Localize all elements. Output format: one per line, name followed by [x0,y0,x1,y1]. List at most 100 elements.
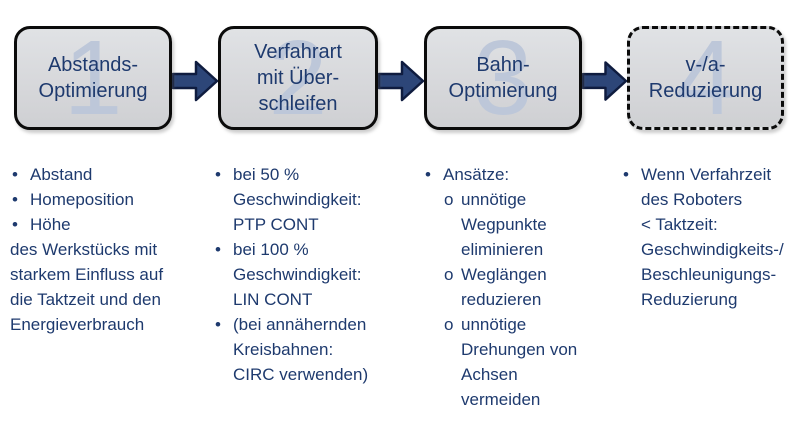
detail-text: Wegpunkte [461,215,547,234]
detail-line: LIN CONT [213,287,411,312]
detail-line: < Taktzeit: [621,212,799,237]
bullet-marker [443,362,461,387]
detail-line: starkem Einfluss auf [10,262,204,287]
detail-line: vermeiden [423,387,625,412]
bullet-marker: • [12,190,18,209]
step-title: Abstands- Optimierung [38,54,148,102]
bullet-marker [621,287,641,312]
detail-text: Geschwindigkeit: [233,265,362,284]
detail-text: des Werkstücks mit [10,240,158,259]
bullet-marker [621,237,641,262]
bullet-marker [213,287,233,312]
bullet-marker: • [215,165,221,184]
detail-line: • Wenn Verfahrzeit [621,162,799,187]
detail-text: Achsen [461,365,518,384]
detail-line: Geschwindigkeit: [213,187,411,212]
detail-text: Beschleunigungs- [641,265,777,284]
step-number-watermark: 2 [268,26,328,130]
step-number-watermark: 4 [676,26,735,130]
detail-text: Höhe [30,215,71,234]
detail-text: unnötige [461,190,527,209]
detail-text: unnötige [461,315,527,334]
detail-text: PTP CONT [233,215,319,234]
bullet-marker [443,387,461,412]
step-box-bahn-optimierung: 3 Bahn- Optimierung [424,26,582,130]
detail-text: (bei annähernden [233,315,367,334]
detail-line: die Taktzeit und den [10,287,204,312]
detail-text: Kreisbahnen: [233,340,334,359]
detail-line: des Roboters [621,187,799,212]
arrow-cell [172,59,218,103]
detail-line: PTP CONT [213,212,411,237]
detail-text: Ansätze: [443,165,510,184]
bullet-marker [443,287,461,312]
detail-text: Wenn Verfahrzeit [641,165,772,184]
detail-text: Energieverbrauch [10,315,145,334]
detail-text: Abstand [30,165,93,184]
right-arrow-shape [378,60,424,102]
bullet-marker [213,212,233,237]
details-column-abstands-optimierung: • Abstand • Homeposition •Höhe des Werkstücks… [10,162,204,337]
bullet-marker [621,262,641,287]
detail-line: CIRC verwenden) [213,362,411,387]
detail-line: •Höhe [10,212,204,237]
detail-line: o unnötige [423,187,625,212]
detail-line: Achsen [423,362,625,387]
flow-row: 1 Abstands- Optimierung 2 Verfahrart mit… [14,26,784,130]
bullet-marker [443,212,461,237]
right-arrow-icon [172,60,218,102]
arrow-cell [378,59,424,103]
detail-text: Weglängen [461,265,547,284]
detail-line: Drehungen von [423,337,625,362]
detail-text: des Roboters [641,190,743,209]
details-column-verfahrart: •bei 50 %Geschwindigkeit:PTP CONT•bei 10… [213,162,411,387]
detail-text: Homeposition [30,190,134,209]
detail-line: reduzieren [423,287,625,312]
detail-line: • (bei annähernden [213,312,411,337]
bullet-marker [213,262,233,287]
detail-text: die Taktzeit und den [10,290,161,309]
right-arrow-icon [378,60,424,102]
detail-line: Kreisbahnen: [213,337,411,362]
bullet-marker [213,362,233,387]
detail-text: bei 50 % [233,165,300,184]
step-box-abstands-optimierung: 1 Abstands- Optimierung [14,26,172,130]
step-number-watermark: 1 [63,26,123,130]
details-column-va-reduzierung: • Wenn Verfahrzeit des Roboters < Taktzeit:… [621,162,799,312]
detail-line: Beschleunigungs- [621,262,799,287]
detail-text: < Taktzeit: [641,215,718,234]
bullet-marker: • [215,315,221,334]
detail-text: eliminieren [461,240,544,259]
detail-line: des Werkstücks mit [10,237,204,262]
bullet-marker: • [623,165,629,184]
right-arrow-icon [582,61,627,101]
step-box-va-reduzierung: 4 v-/a- Reduzierung [627,26,784,130]
detail-text: LIN CONT [233,290,313,309]
step-number-watermark: 3 [473,26,533,130]
bullet-marker [213,187,233,212]
detail-text: Drehungen von [461,340,578,359]
detail-text: vermeiden [461,390,541,409]
detail-line: • bei 50 % [213,162,411,187]
detail-text: CIRC verwenden) [233,365,369,384]
detail-text: Reduzierung [641,290,738,309]
detail-text: Geschwindigkeit: [233,190,362,209]
bullet-marker: • [215,240,221,259]
detail-text: reduzieren [461,290,542,309]
detail-line: • Homeposition [10,187,204,212]
bullet-marker [213,337,233,362]
detail-text: starkem Einfluss auf [10,265,164,284]
step-title: v-/a- Reduzierung [648,54,763,102]
detail-line: Geschwindigkeits-/ [621,237,799,262]
bullet-marker [621,212,641,237]
sub-bullet-marker: o [444,190,454,209]
right-arrow-shape [172,60,218,102]
detail-text: Geschwindigkeits-/ [641,240,784,259]
detail-line: Geschwindigkeit: [213,262,411,287]
bullet-marker: • [425,165,431,184]
arrow-cell [582,59,627,103]
bullet-marker: • [12,165,18,184]
